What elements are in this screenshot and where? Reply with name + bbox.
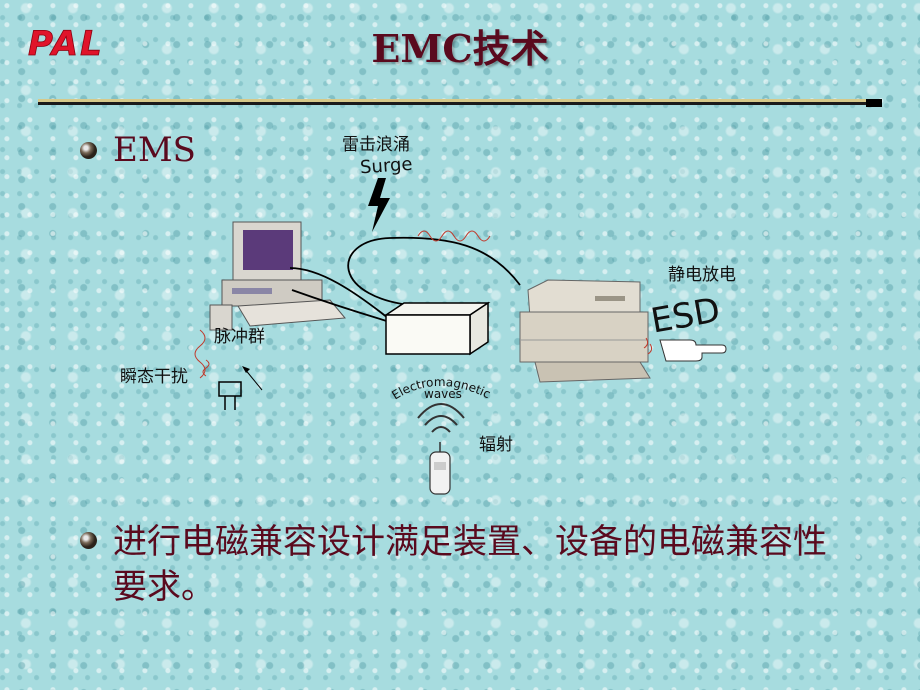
- esd-label-en: ESD: [648, 290, 723, 341]
- title-divider: [38, 99, 882, 107]
- pal-logo: PAL: [28, 24, 104, 62]
- pointing-hand-icon: [643, 337, 727, 362]
- printer-icon: [519, 279, 651, 383]
- esd-label-cn: 静电放电: [668, 265, 736, 285]
- em-waves-sub-text: waves: [424, 387, 462, 401]
- bullet-icon: [80, 142, 97, 159]
- surge-label-en: Surge: [359, 154, 413, 179]
- computer-icon: [209, 221, 346, 331]
- surge-label-cn: 雷击浪涌: [342, 135, 410, 155]
- pulse-burst-label: 脉冲群: [214, 327, 265, 347]
- bullet-emc-design-text: 进行电磁兼容设计满足装置、设备的电磁兼容性要求。: [113, 522, 827, 607]
- slide-title: EMC技术: [371, 26, 549, 71]
- transient-label: 瞬态干扰: [120, 367, 188, 387]
- bullet-icon: [80, 532, 97, 549]
- lightning-icon: [368, 178, 390, 232]
- plug-icon: [194, 329, 263, 410]
- bullet-ems-text: EMS: [113, 130, 196, 170]
- interference-box: [383, 301, 491, 356]
- logo-text: PAL: [28, 24, 104, 62]
- antenna-waves-icon: [417, 403, 465, 495]
- radiation-label: 辐射: [479, 435, 513, 455]
